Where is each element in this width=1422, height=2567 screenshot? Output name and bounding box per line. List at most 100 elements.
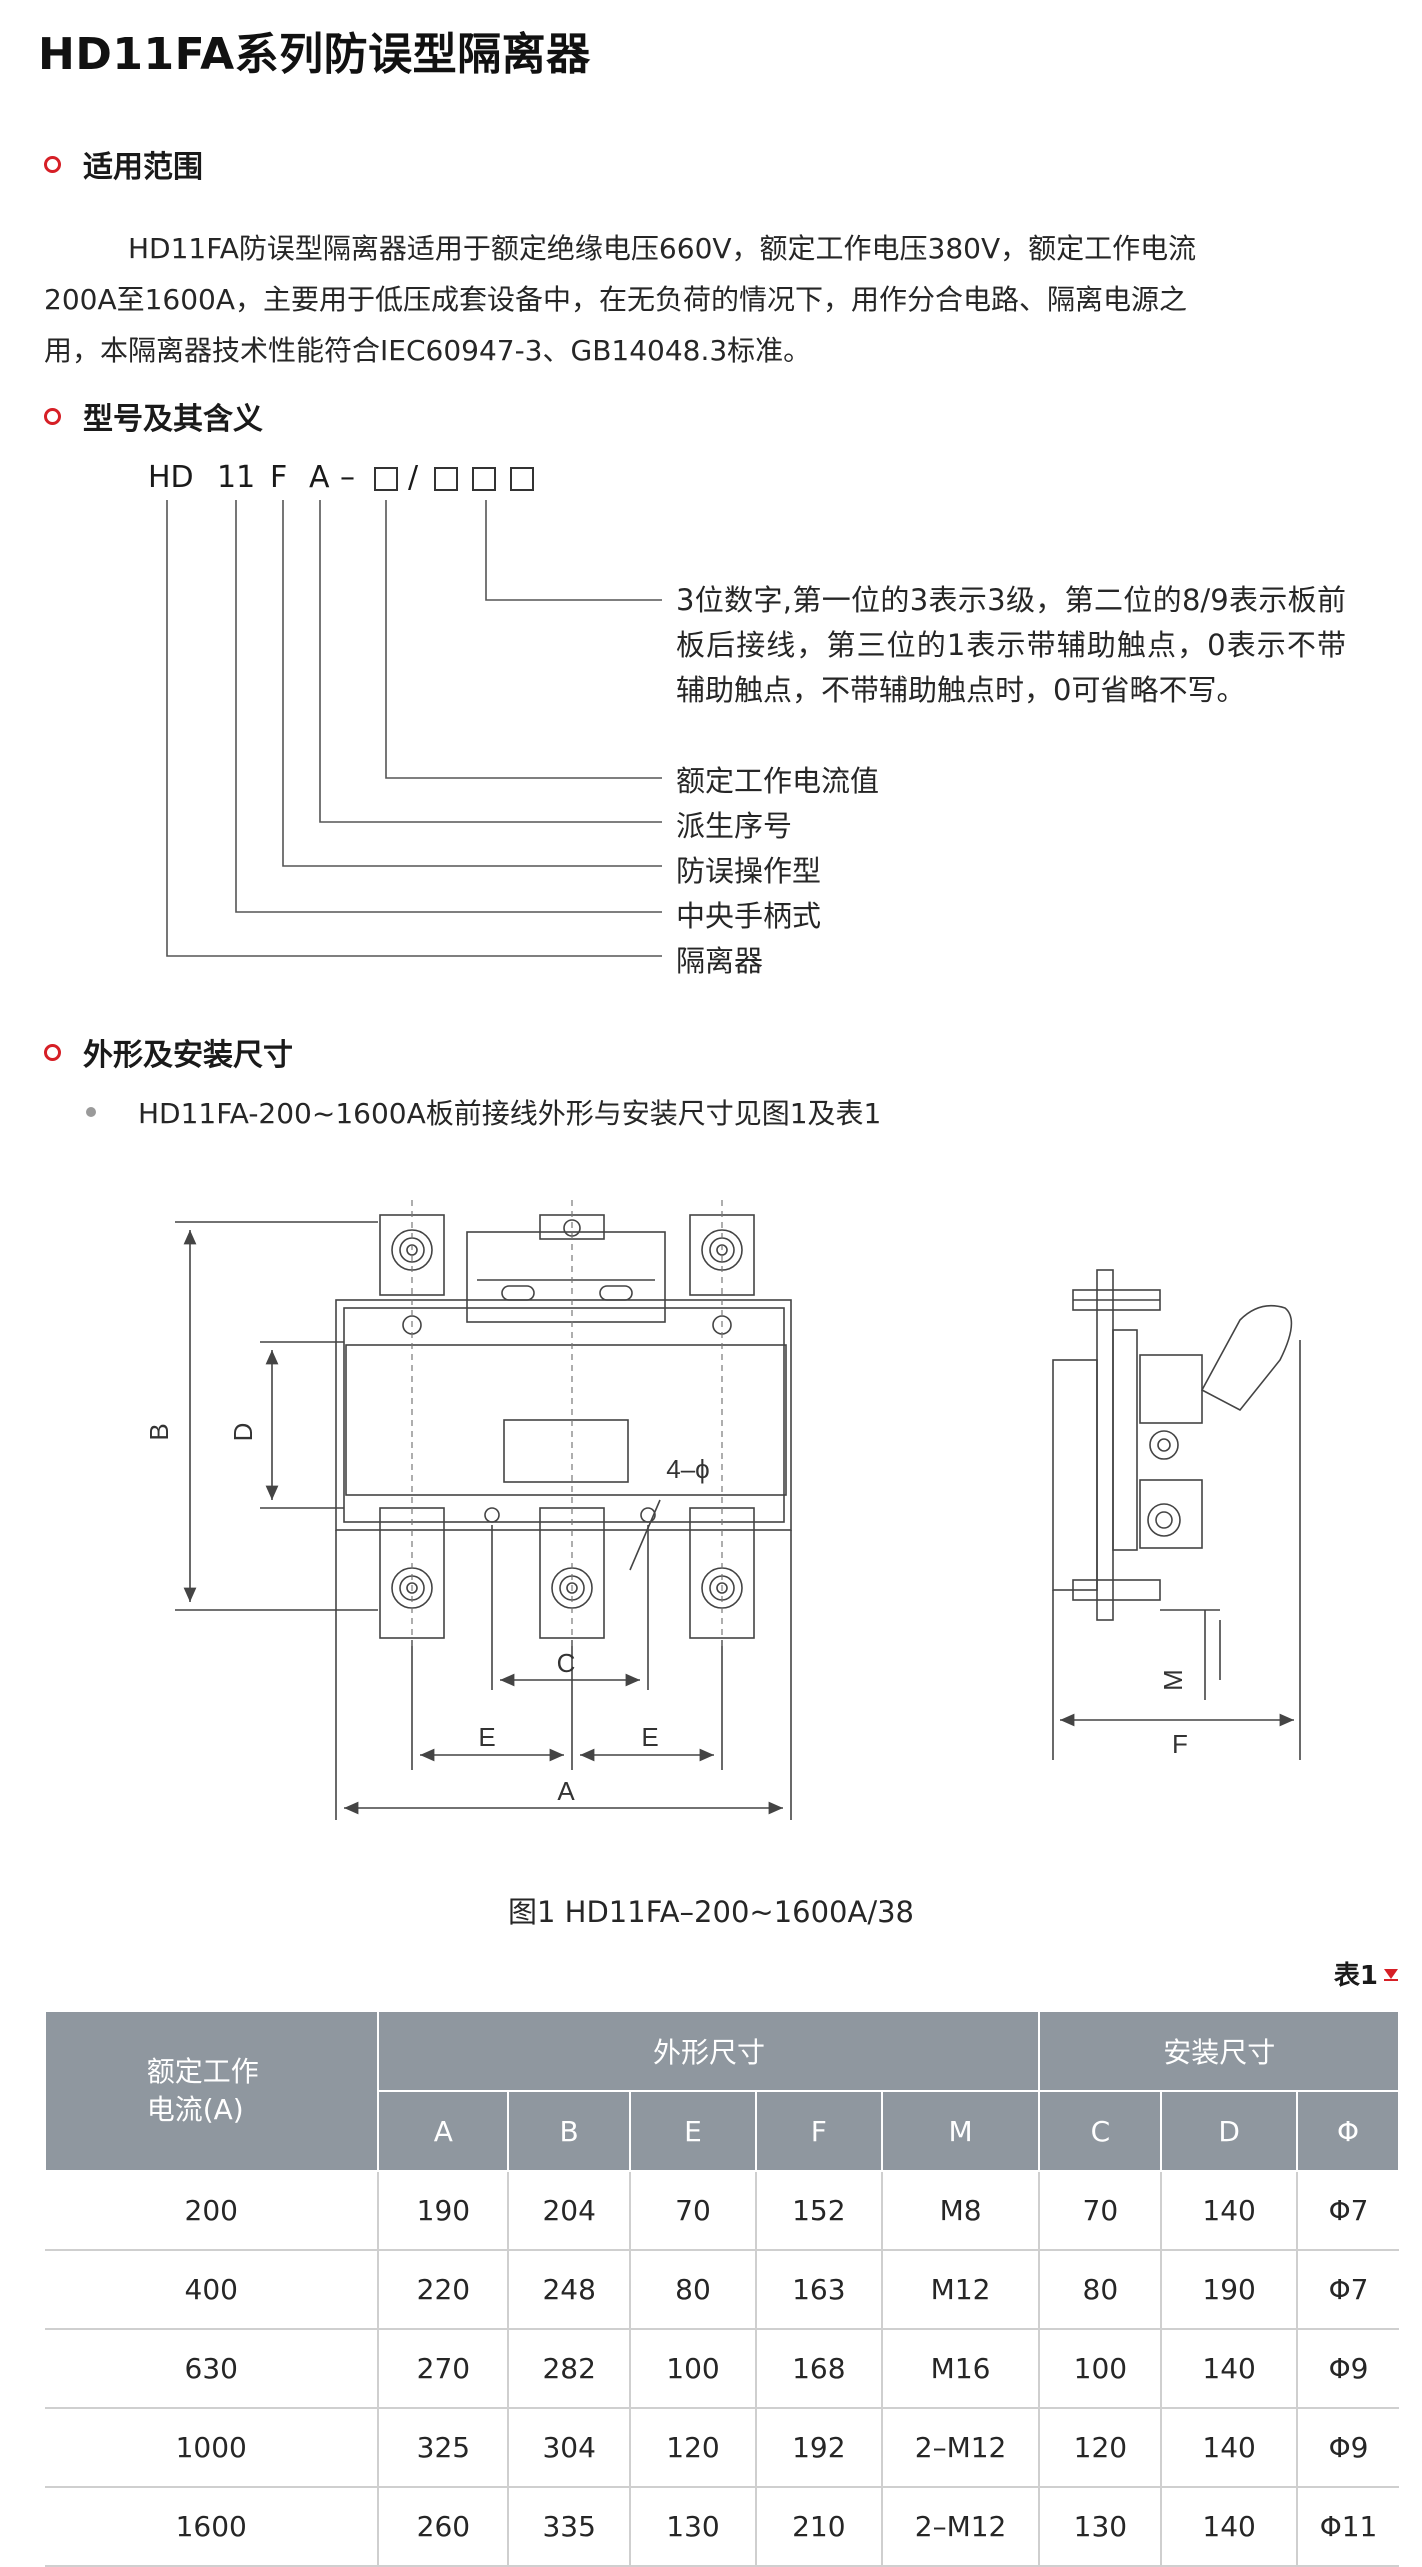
bullet-ring-icon: [44, 155, 61, 173]
table-cell: 100: [629, 2329, 756, 2409]
header-outline-dims: 外形尺寸: [377, 2010, 1041, 2092]
header-install-dims: 安装尺寸: [1038, 2010, 1400, 2092]
dim-label-e-right: E: [641, 1722, 658, 1752]
dim-label-c: C: [557, 1648, 576, 1678]
desc-isolator: 隔离器: [676, 944, 764, 978]
table-cell: 80: [629, 2250, 756, 2330]
table-cell: Φ9: [1296, 2408, 1399, 2488]
side-view: [1052, 1269, 1301, 1760]
dim-label-d: D: [228, 1423, 258, 1442]
table-cell: 282: [507, 2329, 631, 2409]
table-cell: 1000: [45, 2408, 379, 2488]
table-cell: Φ11: [1296, 2487, 1399, 2567]
bullet-ring-icon: [44, 407, 61, 425]
table-cell: 2–M12: [880, 2487, 1040, 2567]
bullet-ring-icon: [44, 1043, 61, 1061]
header-col-phi: Φ: [1296, 2090, 1400, 2172]
placeholder-box-digit-3: [510, 467, 534, 491]
table-cell: 190: [377, 2171, 509, 2251]
dim-label-hole: 4–ϕ: [666, 1454, 709, 1484]
table-cell: Φ7: [1296, 2171, 1399, 2251]
table-cell: 100: [1038, 2329, 1162, 2409]
header-col-c: C: [1038, 2090, 1163, 2172]
table-cell: 630: [45, 2329, 379, 2409]
placeholder-box-digit-1: [434, 467, 458, 491]
header-col-m: M: [880, 2090, 1041, 2172]
table-cell: 70: [1038, 2171, 1162, 2251]
section-title: 型号及其含义: [83, 402, 263, 437]
scope-line-1: HD11FA防误型隔离器适用于额定绝缘电压660V，额定工作电压380V，额定工…: [128, 232, 1197, 265]
dim-label-a: A: [557, 1776, 575, 1806]
table-cell: 130: [629, 2487, 756, 2567]
table-cell: 1600: [45, 2487, 379, 2567]
table-cell: M8: [880, 2171, 1040, 2251]
header-col-a: A: [377, 2090, 510, 2172]
table-cell: 140: [1160, 2171, 1298, 2251]
section-dims-heading: 外形及安装尺寸: [44, 1032, 293, 1073]
table-cell: M12: [880, 2250, 1040, 2330]
section-model-heading: 型号及其含义: [44, 396, 263, 437]
desc-derived: 派生序号: [676, 809, 793, 843]
table-cell: 304: [507, 2408, 631, 2488]
table-cell: 400: [45, 2250, 379, 2330]
table-cell: 204: [507, 2171, 631, 2251]
header-col-d: D: [1160, 2090, 1299, 2172]
table-cell: 335: [507, 2487, 631, 2567]
download-arrow-icon: [1384, 1968, 1398, 1981]
code-11: 11: [217, 460, 256, 495]
section-title: 外形及安装尺寸: [83, 1038, 293, 1073]
figure-caption: 图1 HD11FA–200~1600A/38: [507, 1895, 915, 1929]
table-cell: 152: [754, 2171, 882, 2251]
desc-handle: 中央手柄式: [676, 899, 822, 933]
code-a: A: [309, 460, 330, 495]
header-col-b: B: [507, 2090, 632, 2172]
scope-paragraph: HD11FA防误型隔离器适用于额定绝缘电压660V，额定工作电压380V，额定工…: [44, 223, 1394, 376]
table-cell: 70: [629, 2171, 756, 2251]
code-hd: HD: [148, 460, 194, 495]
page-title: HD11FA系列防误型隔离器: [38, 29, 591, 80]
code-slash: /: [408, 460, 419, 495]
header-rated-current: 额定工作电流(A): [43, 2010, 380, 2172]
table-cell: 200: [45, 2171, 379, 2251]
model-leader-lines: [166, 500, 662, 957]
table-cell: 260: [377, 2487, 509, 2567]
placeholder-box-current: [374, 467, 398, 491]
table-tag: 表1: [1334, 1955, 1398, 1992]
table-cell: 120: [1038, 2408, 1162, 2488]
centerlines: [411, 1200, 723, 1650]
desc-current: 额定工作电流值: [676, 764, 880, 798]
table-cell: 248: [507, 2250, 631, 2330]
code-f: F: [270, 460, 288, 495]
front-view: [175, 1214, 792, 1820]
desc-antimis: 防误操作型: [676, 854, 822, 888]
table-cell: Φ7: [1296, 2250, 1399, 2330]
table-cell: 140: [1160, 2329, 1298, 2409]
dim-label-m: M: [1158, 1669, 1188, 1691]
table-cell: 325: [377, 2408, 509, 2488]
dim-label-e-left: E: [478, 1722, 495, 1752]
scope-line-3: 用，本隔离器技术性能符合IEC60947-3、GB14048.3标准。: [44, 334, 812, 367]
dims-bullet-text: HD11FA-200~1600A板前接线外形与安装尺寸见图1及表1: [138, 1097, 882, 1130]
table-cell: 140: [1160, 2487, 1298, 2567]
dim-label-f: F: [1172, 1729, 1188, 1759]
table-cell: 190: [1160, 2250, 1298, 2330]
scope-line-2: 200A至1600A，主要用于低压成套设备中，在无负荷的情况下，用作分合电路、隔…: [44, 283, 1188, 316]
placeholder-box-digit-2: [472, 467, 496, 491]
section-title: 适用范围: [83, 150, 203, 185]
header-col-f: F: [754, 2090, 883, 2172]
table-cell: M16: [880, 2329, 1040, 2409]
section-scope-heading: 适用范围: [44, 144, 203, 185]
header-col-e: E: [629, 2090, 757, 2172]
table-cell: 80: [1038, 2250, 1162, 2330]
table-cell: 140: [1160, 2408, 1298, 2488]
table-cell: 168: [754, 2329, 882, 2409]
table-cell: 192: [754, 2408, 882, 2488]
table-cell: 163: [754, 2250, 882, 2330]
outline-drawing: B D C E E A F M 4–ϕ: [144, 1200, 1301, 1820]
table-cell: 220: [377, 2250, 509, 2330]
